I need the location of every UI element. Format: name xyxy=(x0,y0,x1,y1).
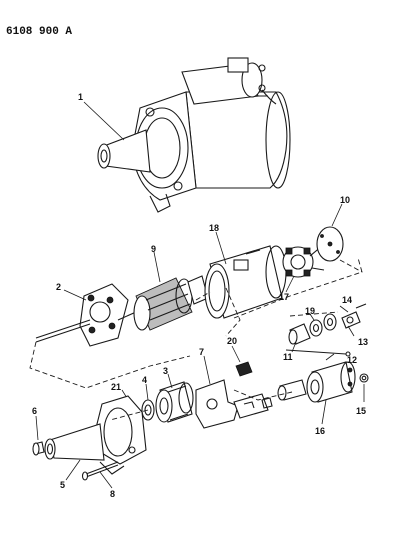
callout-14: 14 xyxy=(342,295,352,305)
leader-9 xyxy=(153,251,161,283)
leader-17 xyxy=(285,275,295,293)
end-plate xyxy=(35,283,129,347)
through-bolt xyxy=(81,461,119,481)
leader-8 xyxy=(99,471,113,489)
callout-4: 4 xyxy=(142,375,147,385)
nut xyxy=(359,373,369,383)
leader-5 xyxy=(65,459,81,481)
leader-10 xyxy=(331,203,343,227)
leader-2 xyxy=(63,289,87,301)
leader-3 xyxy=(167,373,173,389)
plunger-parts xyxy=(285,303,367,357)
callout-19: 19 xyxy=(305,306,315,316)
callout-2: 2 xyxy=(56,282,61,292)
callout-6: 6 xyxy=(32,406,37,416)
callout-1: 1 xyxy=(78,92,83,102)
field-frame xyxy=(204,245,287,319)
callout-8: 8 xyxy=(110,489,115,499)
callout-21: 21 xyxy=(111,382,121,392)
leader-19 xyxy=(309,313,315,321)
leader-20 xyxy=(231,345,241,363)
callout-13: 13 xyxy=(358,337,368,347)
block-part xyxy=(235,361,253,377)
callout-labels: 1 2 3 4 5 6 7 8 9 10 11 12 13 14 15 16 1… xyxy=(32,92,368,499)
leader-6 xyxy=(35,415,39,441)
callout-20: 20 xyxy=(227,336,237,346)
leader-12 xyxy=(325,353,335,361)
callout-12: 12 xyxy=(347,355,357,365)
starter-assembly xyxy=(97,57,291,213)
callout-7: 7 xyxy=(199,347,204,357)
drive-pinion xyxy=(155,381,194,423)
callout-15: 15 xyxy=(356,406,366,416)
leader-4 xyxy=(145,383,149,401)
callout-11: 11 xyxy=(283,352,293,362)
diagram-code: 6108 900 A xyxy=(6,26,72,38)
bushing xyxy=(32,441,45,456)
drive-housing xyxy=(44,395,147,475)
leader-18 xyxy=(215,231,227,265)
shift-bracket xyxy=(195,379,269,429)
leader-1 xyxy=(83,101,125,141)
leader-11 xyxy=(291,341,297,353)
leader-14 xyxy=(339,305,349,313)
armature xyxy=(117,275,221,331)
callout-9: 9 xyxy=(151,244,156,254)
end-cap xyxy=(316,226,344,262)
assembly-lines xyxy=(29,257,363,421)
brush-holder xyxy=(282,245,331,278)
leader-16 xyxy=(321,399,327,425)
callout-17: 17 xyxy=(279,292,289,302)
callout-5: 5 xyxy=(60,480,65,490)
callout-10: 10 xyxy=(340,195,350,205)
callout-18: 18 xyxy=(209,223,219,233)
solenoid xyxy=(261,361,356,409)
callout-16: 16 xyxy=(315,426,325,436)
callout-3: 3 xyxy=(163,366,168,376)
leader-13 xyxy=(347,325,355,337)
leader-7 xyxy=(203,355,211,385)
